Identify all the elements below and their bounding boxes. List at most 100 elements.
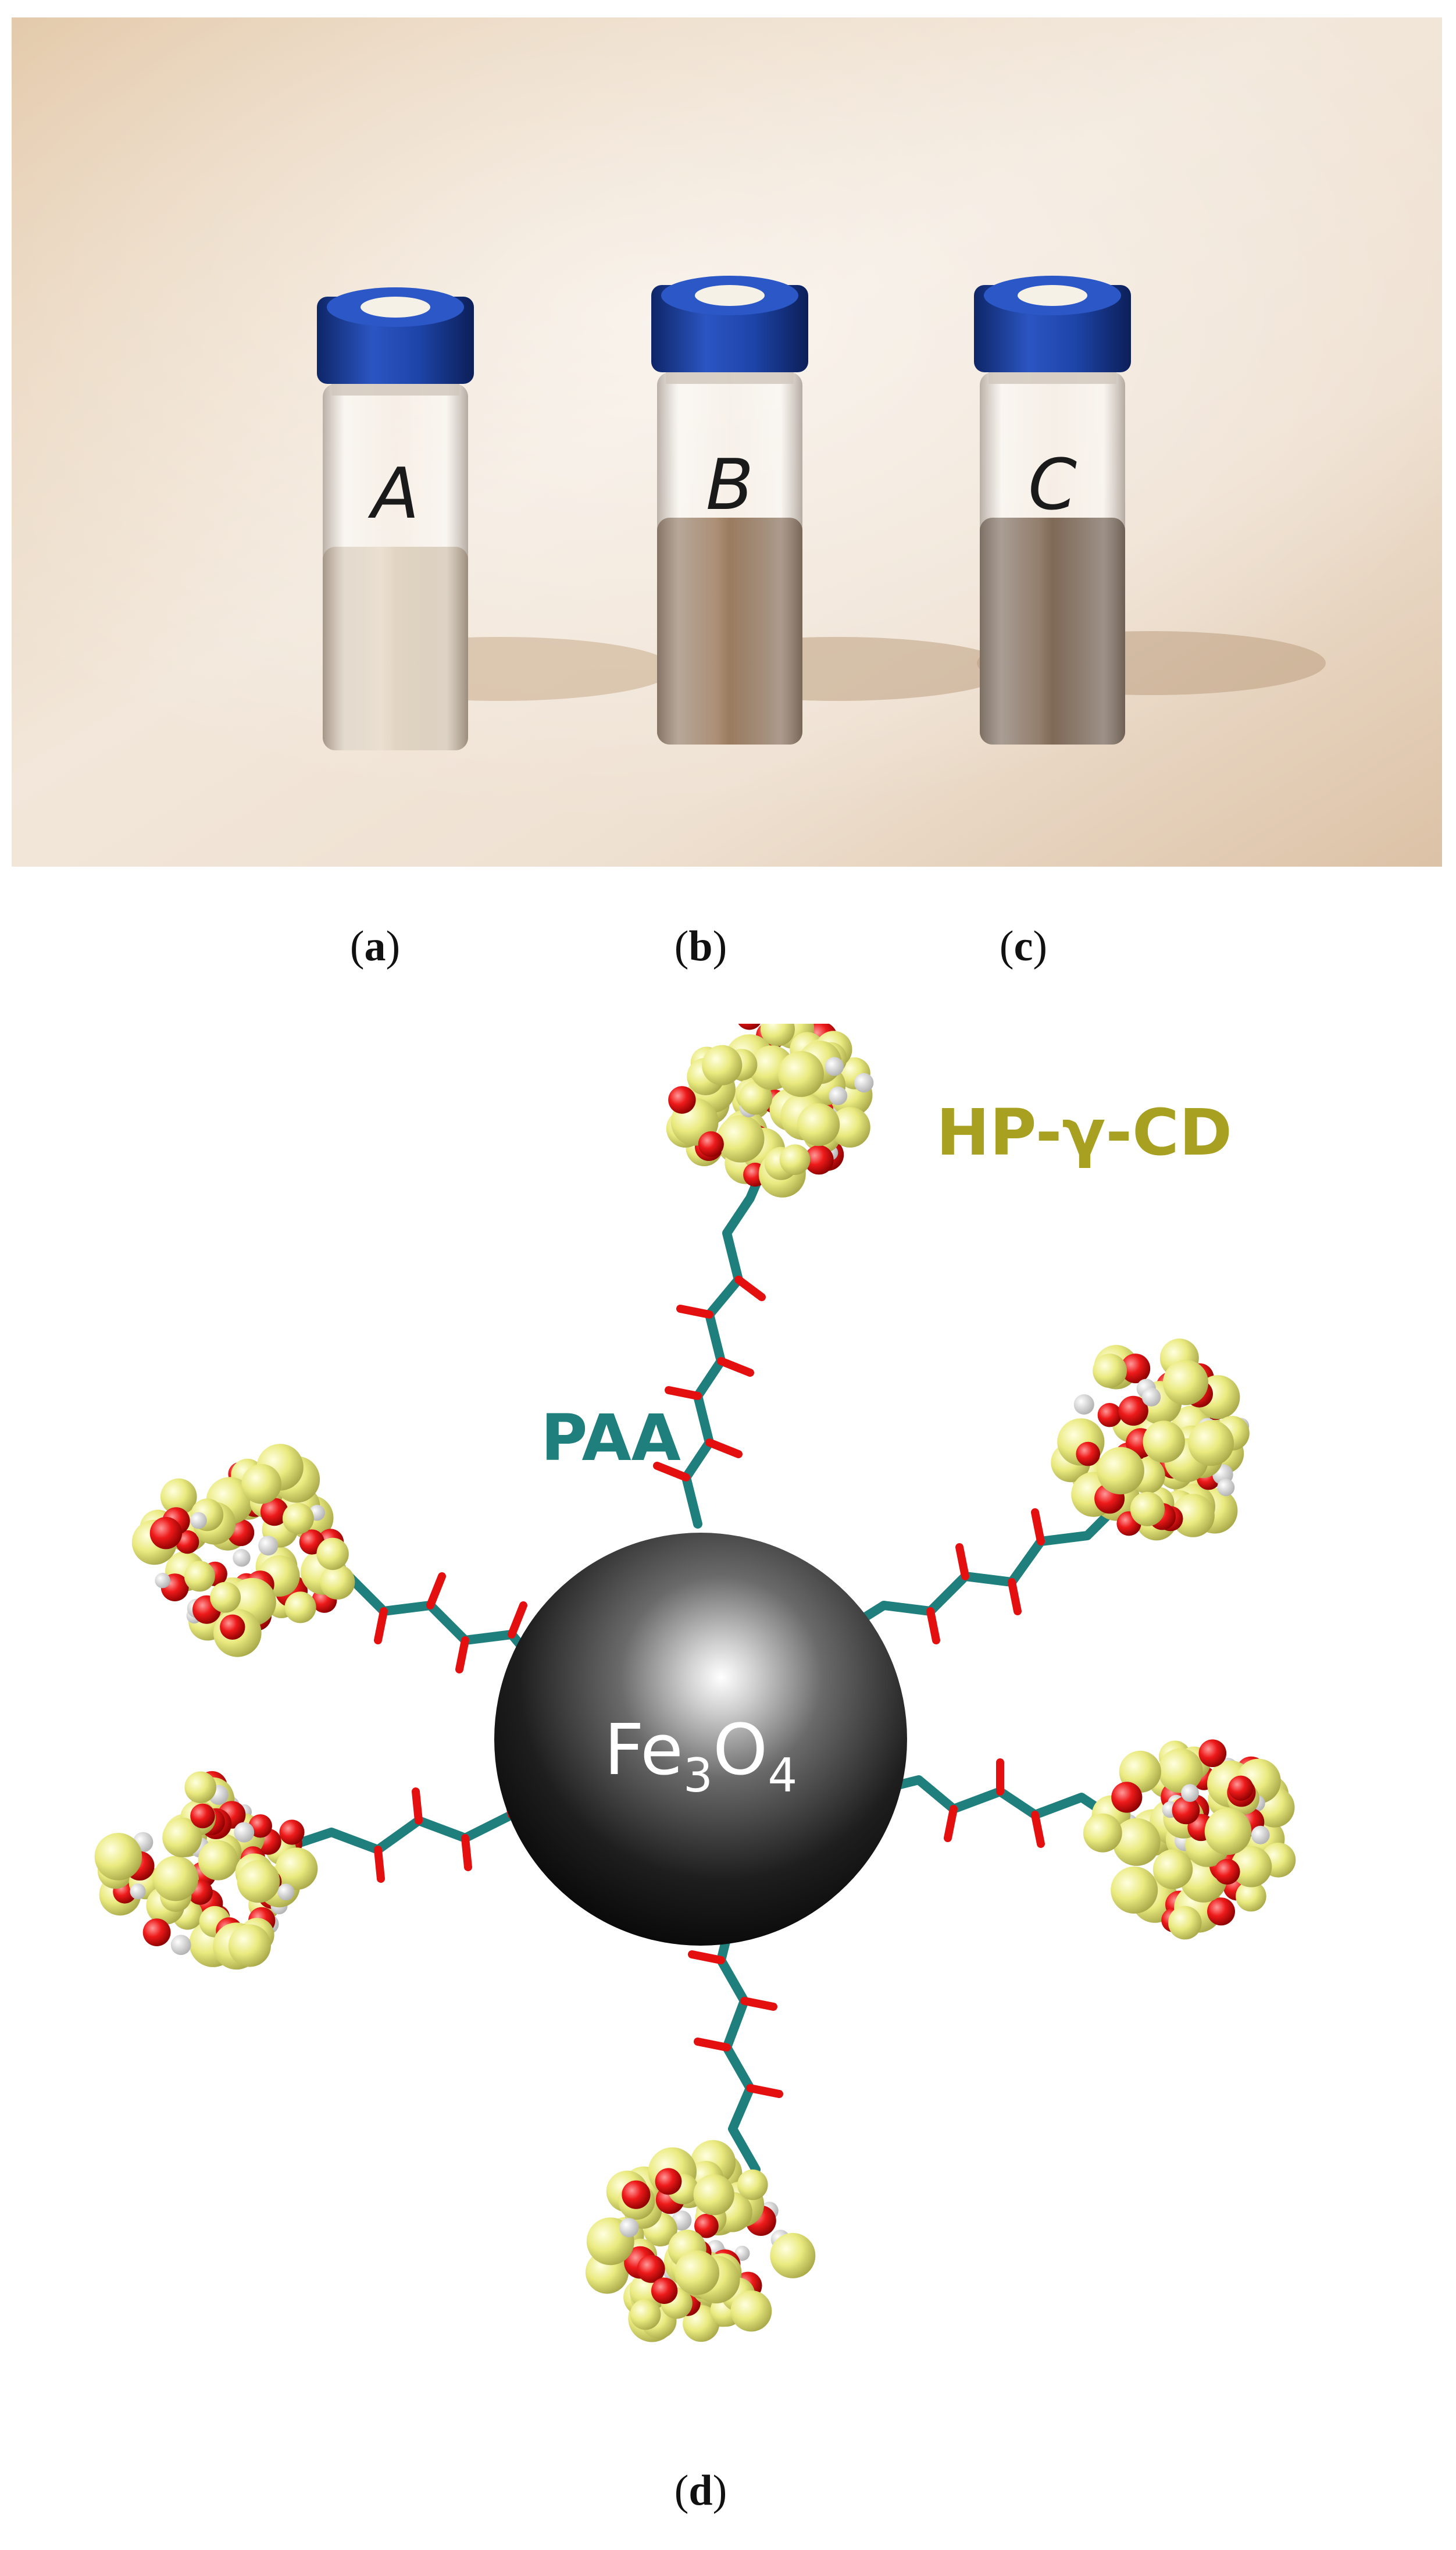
oxygen-atom xyxy=(142,1918,171,1946)
hydrogen-atom xyxy=(825,1057,844,1076)
panel-label-c: (c) xyxy=(999,923,1048,970)
oxygen-atom xyxy=(1118,1395,1148,1426)
oxygen-atom xyxy=(279,1819,305,1845)
cd-cluster-upper-right xyxy=(1051,1338,1250,1541)
hydrogen-atom xyxy=(170,1935,191,1956)
oxygen-atom xyxy=(804,1145,834,1175)
carbon-atom xyxy=(228,1924,271,1967)
vial-c: C xyxy=(974,276,1131,745)
cd-cluster-right xyxy=(1083,1739,1296,1940)
carbon-atom xyxy=(241,1463,281,1504)
hydrogen-atom xyxy=(130,1883,146,1900)
paa-label: PAA xyxy=(541,1401,681,1475)
panel-label-b: (b) xyxy=(674,923,727,970)
vial-a-handwritten-label: A xyxy=(367,454,419,535)
carbon-atom xyxy=(1204,1808,1252,1855)
oxygen-atom xyxy=(1198,1739,1227,1767)
paa-carbonyl-groups xyxy=(374,1276,1045,2098)
carbon-atom xyxy=(778,1050,824,1097)
vial-b-handwritten-label: B xyxy=(706,445,754,526)
hydrogen-atom xyxy=(155,1573,170,1589)
oxygen-atom xyxy=(622,2180,651,2209)
oxygen-atom xyxy=(1214,1858,1240,1885)
carbon-atom xyxy=(184,1771,217,1803)
carbon-atom xyxy=(1112,1818,1161,1866)
carbon-atom xyxy=(237,1860,280,1903)
hydrogen-atom xyxy=(258,1536,279,1556)
oxygen-atom xyxy=(1076,1441,1100,1466)
carbon-atom xyxy=(1168,1906,1202,1940)
carbon-atom xyxy=(153,1855,198,1901)
hydrogen-atom xyxy=(277,1883,294,1901)
hydrogen-atom xyxy=(1251,1825,1270,1844)
oxygen-atom xyxy=(738,1024,761,1030)
carbon-atom xyxy=(770,2232,816,2278)
carbon-atom xyxy=(760,1024,795,1046)
carbon-atom xyxy=(210,1582,241,1613)
carbon-atom xyxy=(738,1081,773,1115)
oxygen-atom xyxy=(248,1814,272,1838)
oxygen-atom xyxy=(668,1086,696,1114)
vial-b: B xyxy=(651,276,808,745)
carbon-atom xyxy=(730,2290,772,2332)
cd-cluster-top xyxy=(666,1024,874,1198)
hydrogen-atom xyxy=(1181,1784,1199,1802)
hydrogen-atom xyxy=(829,1087,848,1105)
carbon-atom xyxy=(1097,1447,1144,1495)
carbon-atom xyxy=(1163,1359,1208,1405)
vials-photo: A B C xyxy=(12,17,1442,867)
carbon-atom xyxy=(1130,1491,1165,1526)
oxygen-atom xyxy=(637,2255,665,2283)
paa-chain-right xyxy=(868,1775,1121,1825)
carbon-atom xyxy=(1143,1420,1185,1463)
hydrogen-atom xyxy=(1217,1479,1235,1497)
oxygen-atom xyxy=(1097,1403,1122,1427)
cd-cluster-upper-left xyxy=(131,1444,355,1657)
oxygen-atom xyxy=(149,1517,183,1550)
hydrogen-atom xyxy=(234,1822,255,1843)
panel-label-d: (d) xyxy=(674,2467,727,2515)
core-label: Fe3O4 xyxy=(604,1710,798,1803)
oxygen-atom xyxy=(651,2277,678,2304)
carbon-atom xyxy=(275,1847,318,1890)
oxygen-atom xyxy=(1172,1796,1200,1825)
hydrogen-atom xyxy=(734,2245,750,2261)
carbon-atom xyxy=(717,1115,765,1163)
oxygen-atom xyxy=(190,1803,215,1829)
hp-gamma-cd-label: HP-γ-CD xyxy=(936,1095,1232,1170)
carbon-atom xyxy=(320,1564,355,1600)
fe3o4-core xyxy=(494,1533,907,1946)
carbon-atom xyxy=(1230,1846,1272,1887)
oxygen-atom xyxy=(694,2213,719,2238)
carbon-atom xyxy=(1158,1748,1203,1793)
carbon-atom xyxy=(1171,1494,1215,1537)
carbon-atom xyxy=(1111,1866,1158,1914)
paa-chain-up xyxy=(681,1153,772,1529)
carbon-atom xyxy=(779,1144,811,1175)
carbon-atom xyxy=(1188,1420,1234,1466)
paa-chain-upper-right xyxy=(833,1496,1127,1639)
carbon-atom xyxy=(1152,1849,1193,1889)
carbon-atom xyxy=(702,1045,743,1085)
oxygen-atom xyxy=(698,1131,724,1158)
oxygen-atom xyxy=(1207,1897,1235,1926)
vial-c-handwritten-label: C xyxy=(1028,445,1077,526)
oxygen-atom xyxy=(1228,1775,1254,1801)
vial-a: A xyxy=(317,287,474,750)
cyclodextrin-clusters xyxy=(94,1024,1296,2342)
nanoparticle-diagram: Fe3O4 PAA HP-γ-CD xyxy=(94,1024,1296,2342)
carbon-atom xyxy=(94,1833,142,1881)
hydrogen-atom xyxy=(233,1549,251,1567)
carbon-atom xyxy=(1093,1354,1127,1388)
hydrogen-atom xyxy=(190,1512,207,1529)
carbon-atom xyxy=(1083,1813,1122,1853)
hydrogen-atom xyxy=(854,1073,874,1093)
panel-label-a: (a) xyxy=(349,923,401,970)
carbon-atom xyxy=(630,2299,661,2330)
paa-chain-down xyxy=(716,1909,761,2174)
cd-cluster-left xyxy=(94,1771,318,1970)
carbon-atom xyxy=(160,1478,197,1515)
carbon-atom xyxy=(316,1537,349,1570)
hydrogen-atom xyxy=(1141,1387,1161,1406)
carbon-atom xyxy=(284,1591,316,1623)
